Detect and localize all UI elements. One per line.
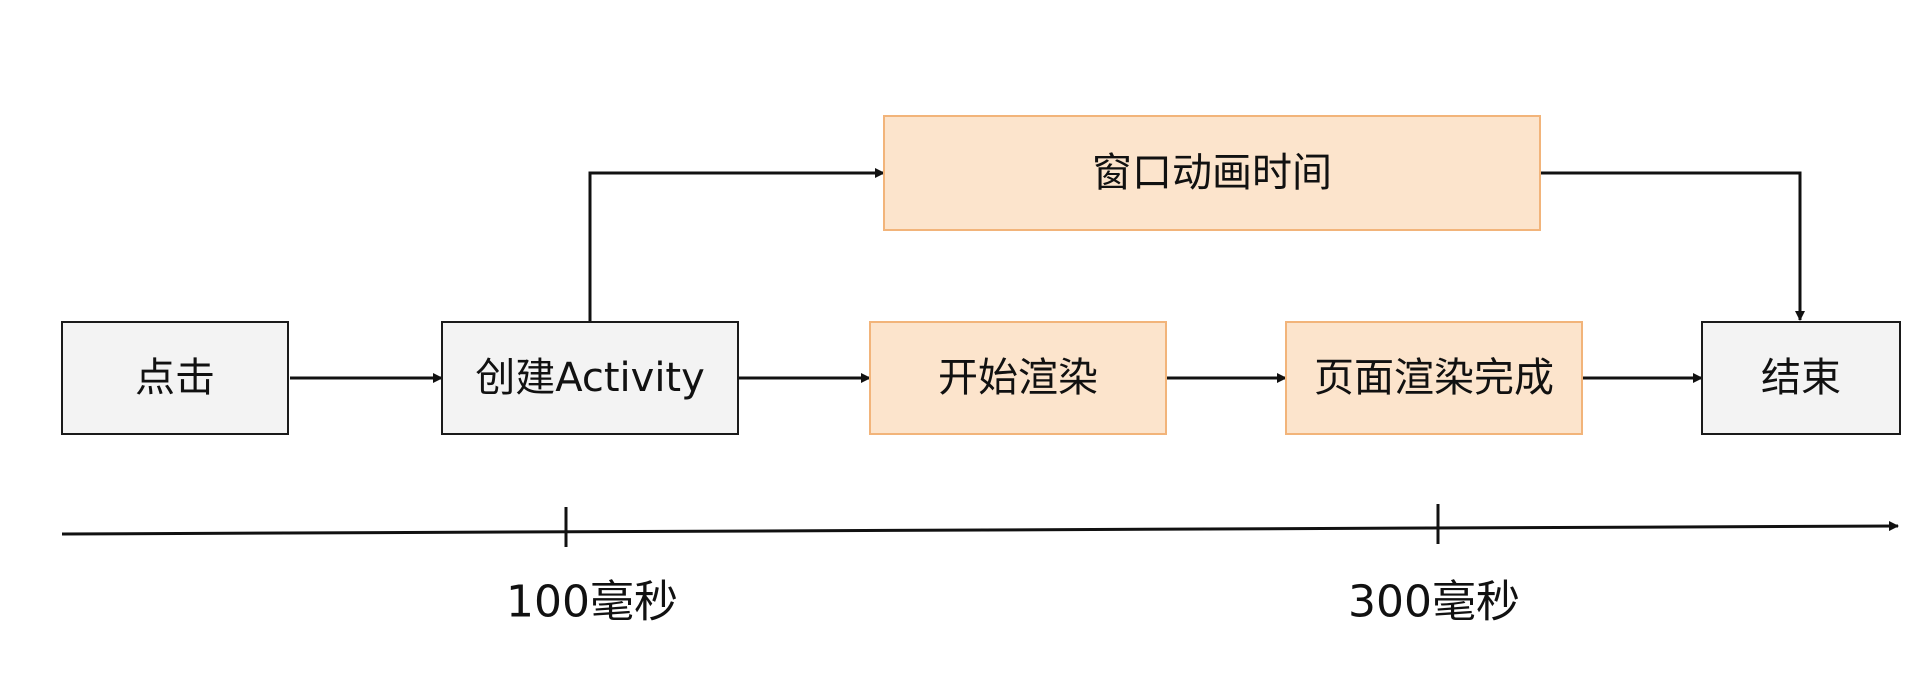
node-window-animation: 窗口动画时间 xyxy=(883,115,1541,231)
node-render-done-label: 页面渲染完成 xyxy=(1314,355,1554,401)
timeline-label-2: 300毫秒 xyxy=(1348,577,1520,628)
node-click: 点击 xyxy=(61,321,289,435)
timeline-axis xyxy=(61,521,1899,536)
node-end: 结束 xyxy=(1701,321,1901,435)
node-render-done: 页面渲染完成 xyxy=(1285,321,1583,435)
node-create-activity-label: 创建Activity xyxy=(475,355,705,401)
timeline-label-1: 100毫秒 xyxy=(506,577,678,628)
node-start-render: 开始渲染 xyxy=(869,321,1167,435)
node-window-animation-label: 窗口动画时间 xyxy=(1092,150,1332,196)
arrow-window-anim-to-end xyxy=(1540,171,1805,321)
node-end-label: 结束 xyxy=(1761,355,1841,401)
node-click-label: 点击 xyxy=(135,355,215,401)
node-create-activity: 创建Activity xyxy=(441,321,739,435)
node-start-render-label: 开始渲染 xyxy=(938,355,1098,401)
arrow-create-to-window-anim xyxy=(588,168,885,322)
